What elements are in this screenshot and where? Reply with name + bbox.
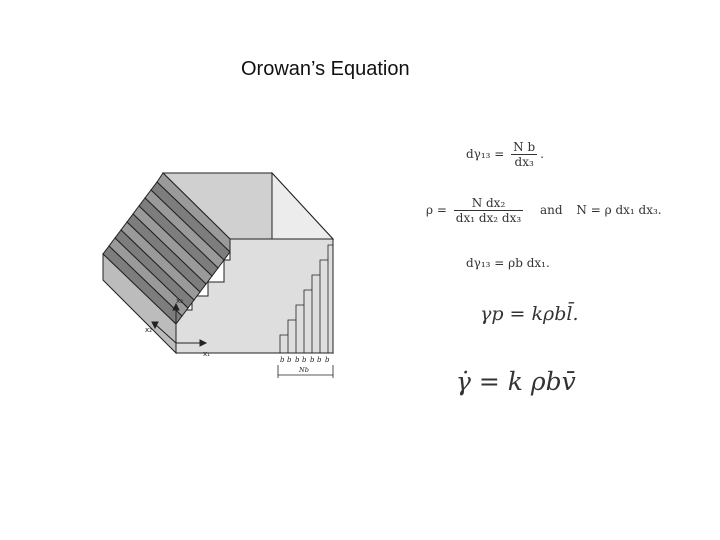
slip-steps — [102, 172, 231, 355]
svg-text:b: b — [280, 356, 285, 364]
dislocation-figure: x₁ x₃ x₂ b b b b b b b Nb — [100, 160, 350, 390]
svg-text:b: b — [317, 356, 322, 364]
svg-text:b: b — [302, 356, 307, 364]
nb-label: Nb — [298, 366, 309, 374]
slide-title: Orowan’s Equation — [241, 58, 410, 80]
equation-dislocation-density: ρ = N dx₂ dx₁ dx₂ dx₃ and N = ρ dx₁ dx₃. — [426, 196, 662, 225]
equation-strain-increment: dγ₁₃ = ρb dx₁. — [466, 256, 550, 270]
equation-shear-strain: dγ₁₃ = N b dx₃ . — [466, 140, 544, 169]
svg-text:b: b — [310, 356, 315, 364]
axis-label-x1: x₁ — [203, 350, 210, 358]
sheared-crystal-diagram: x₁ x₃ x₂ b b b b b b b Nb — [102, 171, 335, 378]
burgers-labels: b b b b b b b — [280, 356, 330, 364]
axes — [151, 302, 208, 347]
axis-label-x3: x₃ — [176, 297, 183, 305]
svg-text:b: b — [295, 356, 300, 364]
svg-text:b: b — [287, 356, 292, 364]
equation-plastic-strain: γp = kρbl̄. — [480, 303, 579, 325]
dislocation-steps — [279, 244, 333, 353]
svg-text:b: b — [325, 356, 330, 364]
nb-dimension — [277, 365, 334, 378]
axis-label-x2: x₂ — [145, 326, 152, 334]
equation-strain-rate: γ̇ = k ρbv̄ — [456, 367, 576, 396]
